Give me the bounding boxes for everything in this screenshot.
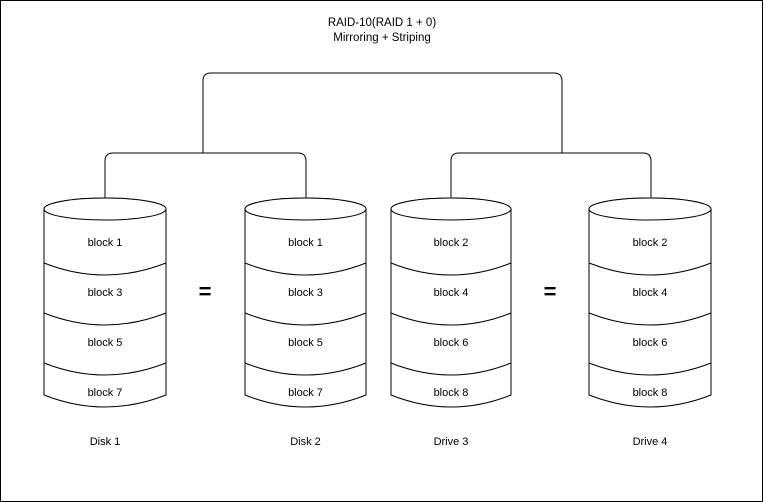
disk-4-top-ellipse	[588, 197, 712, 221]
connector-mirror-group-1-bracket	[104, 152, 307, 198]
disk-2-block-label-4: block 7	[288, 387, 323, 399]
disk-2-label: Disk 2	[290, 436, 321, 448]
disk-4-body	[588, 197, 712, 408]
disk-4-divider-2	[588, 312, 712, 326]
disk-4-divider-3	[588, 362, 712, 376]
disk-4-block-label-3: block 6	[633, 337, 668, 349]
disk-4-block-label-2: block 4	[633, 287, 668, 299]
disk-4-label: Drive 4	[633, 436, 668, 448]
disk-2-divider-1	[244, 262, 367, 276]
disk-1-divider-3	[43, 362, 167, 376]
mirror-equals-sign-1: =	[199, 279, 212, 304]
disk-2-block-label-3: block 5	[288, 337, 323, 349]
disk-3-block-label-3: block 6	[434, 337, 469, 349]
disk-1-divider-1	[43, 262, 167, 276]
disk-1-label: Disk 1	[90, 436, 121, 448]
connector-mirror-group-2-bracket	[450, 152, 652, 198]
disk-4-divider-1	[588, 262, 712, 276]
disk-3-divider-1	[390, 262, 512, 276]
disk-cylinder-3: block 2 block 4 block 6 block 8 Drive 3	[390, 197, 512, 448]
disk-3-block-label-4: block 8	[434, 387, 469, 399]
disk-3-top-ellipse	[390, 197, 512, 221]
disk-3-block-label-1: block 2	[434, 237, 469, 249]
disk-3-body	[390, 197, 512, 408]
diagram-title-line1: RAID-10(RAID 1 + 0)	[328, 17, 436, 29]
disk-cylinder-4: block 2 block 4 block 6 block 8 Drive 4	[588, 197, 712, 448]
disk-2-divider-2	[244, 312, 367, 326]
mirror-equals-sign-2: =	[544, 279, 557, 304]
disk-2-top-ellipse	[244, 197, 367, 221]
disk-cylinder-1: block 1 block 3 block 5 block 7 Disk 1	[43, 197, 167, 448]
disk-1-block-label-3: block 5	[88, 337, 123, 349]
disk-2-block-label-2: block 3	[288, 287, 323, 299]
disk-3-label: Drive 3	[434, 436, 469, 448]
disk-cylinder-2: block 1 block 3 block 5 block 7 Disk 2	[244, 197, 367, 448]
disk-3-divider-2	[390, 312, 512, 326]
diagram-title-line2: Mirroring + Striping	[333, 32, 430, 44]
disk-1-body	[43, 197, 167, 408]
disk-2-divider-3	[244, 362, 367, 376]
disk-2-body	[244, 197, 367, 408]
disk-3-block-label-2: block 4	[434, 287, 469, 299]
disk-2-block-label-1: block 1	[288, 237, 323, 249]
disk-4-block-label-1: block 2	[633, 237, 668, 249]
disk-1-block-label-4: block 7	[88, 387, 123, 399]
disk-4-block-label-4: block 8	[633, 387, 668, 399]
disk-3-divider-3	[390, 362, 512, 376]
disk-1-top-ellipse	[43, 197, 167, 221]
disk-1-block-label-1: block 1	[88, 237, 123, 249]
disk-1-block-label-2: block 3	[88, 287, 123, 299]
connector-root-bracket	[202, 72, 563, 153]
disk-1-divider-2	[43, 312, 167, 326]
